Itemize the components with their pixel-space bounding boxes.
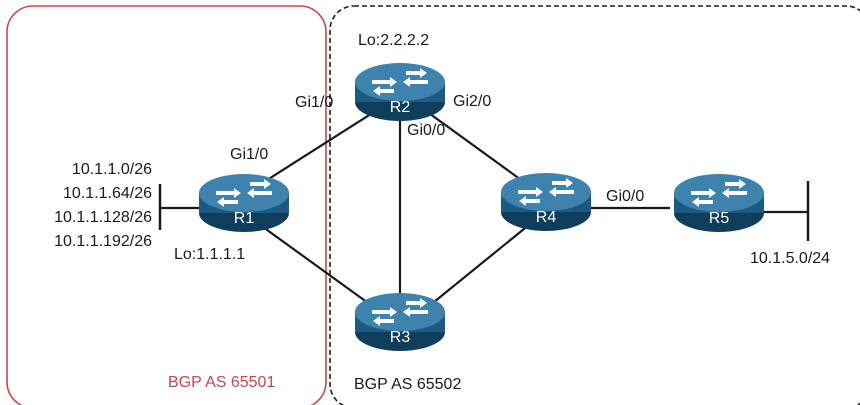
router-r4-name: R4 <box>536 209 557 226</box>
router-r2-name: R2 <box>390 99 411 116</box>
r5-lan-network: 10.1.5.0/24 <box>750 250 830 267</box>
r1-lan-network: 10.1.1.64/26 <box>63 185 152 202</box>
link-r2-r4 <box>414 102 536 191</box>
router-r3-name: R3 <box>390 329 411 346</box>
router-r5-name: R5 <box>709 210 730 227</box>
r2-gi0-0-label: Gi0/0 <box>407 122 445 139</box>
r1-lan-network: 10.1.1.192/26 <box>54 233 152 250</box>
router-r2[interactable]: R2 <box>355 63 445 121</box>
r1-lan-network: 10.1.1.128/26 <box>54 209 152 226</box>
r1-lan-network: 10.1.1.0/26 <box>72 161 152 178</box>
router-r5[interactable]: R5 <box>674 174 764 232</box>
router-r1-name: R1 <box>234 210 255 227</box>
as-65501-label: BGP AS 65501 <box>168 374 275 391</box>
router-r4[interactable]: R4 <box>501 173 591 231</box>
r1-loopback-label: Lo:1.1.1.1 <box>174 246 245 263</box>
as-65502-label: BGP AS 65502 <box>354 376 461 393</box>
router-r1[interactable]: R1 <box>199 174 289 232</box>
r1-gi1-0-label: Gi1/0 <box>230 146 268 163</box>
r4-gi0-0-label: Gi0/0 <box>606 188 644 205</box>
link-r3-r4 <box>417 219 536 316</box>
r2-gi2-0-label: Gi2/0 <box>453 93 491 110</box>
link-r1-r3 <box>244 213 376 309</box>
router-r3[interactable]: R3 <box>355 293 445 351</box>
r2-gi1-0-label: Gi1/0 <box>295 94 333 111</box>
bgp-as-65502-region <box>329 5 860 405</box>
r2-loopback-label: Lo:2.2.2.2 <box>358 32 429 49</box>
bgp-as-65501-region <box>6 5 327 405</box>
